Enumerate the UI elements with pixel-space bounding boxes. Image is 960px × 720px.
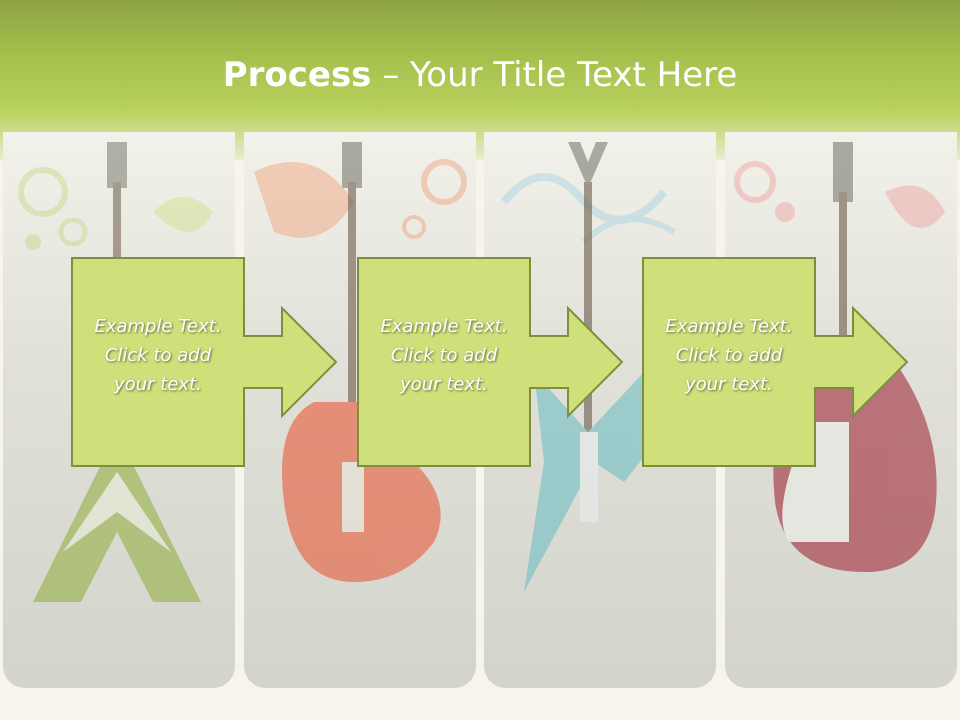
step-text-1[interactable]: Example Text. Click to add your text. [72,312,244,399]
step-text-line-3: your text. [685,374,773,395]
step-arrow-shape-2 [357,257,624,467]
step-text-line-2: Click to add [390,345,498,366]
step-text-line-3: your text. [400,374,488,395]
step-text-3[interactable]: Example Text. Click to add your text. [643,312,815,399]
step-text-line-1: Example Text. [94,316,222,337]
slide-title[interactable]: Process – Your Title Text Here [0,52,960,98]
title-bold: Process [222,55,372,95]
step-text-line-3: your text. [114,374,202,395]
step-text-line-2: Click to add [104,345,212,366]
step-text-line-1: Example Text. [665,316,793,337]
step-text-2[interactable]: Example Text. Click to add your text. [358,312,530,399]
step-text-line-2: Click to add [675,345,783,366]
guitar-image-3 [500,142,676,592]
step-arrow-shape-3 [642,257,909,467]
title-rest: – Your Title Text Here [371,55,738,95]
step-text-line-1: Example Text. [380,316,508,337]
step-arrow-shape-1 [71,257,338,467]
